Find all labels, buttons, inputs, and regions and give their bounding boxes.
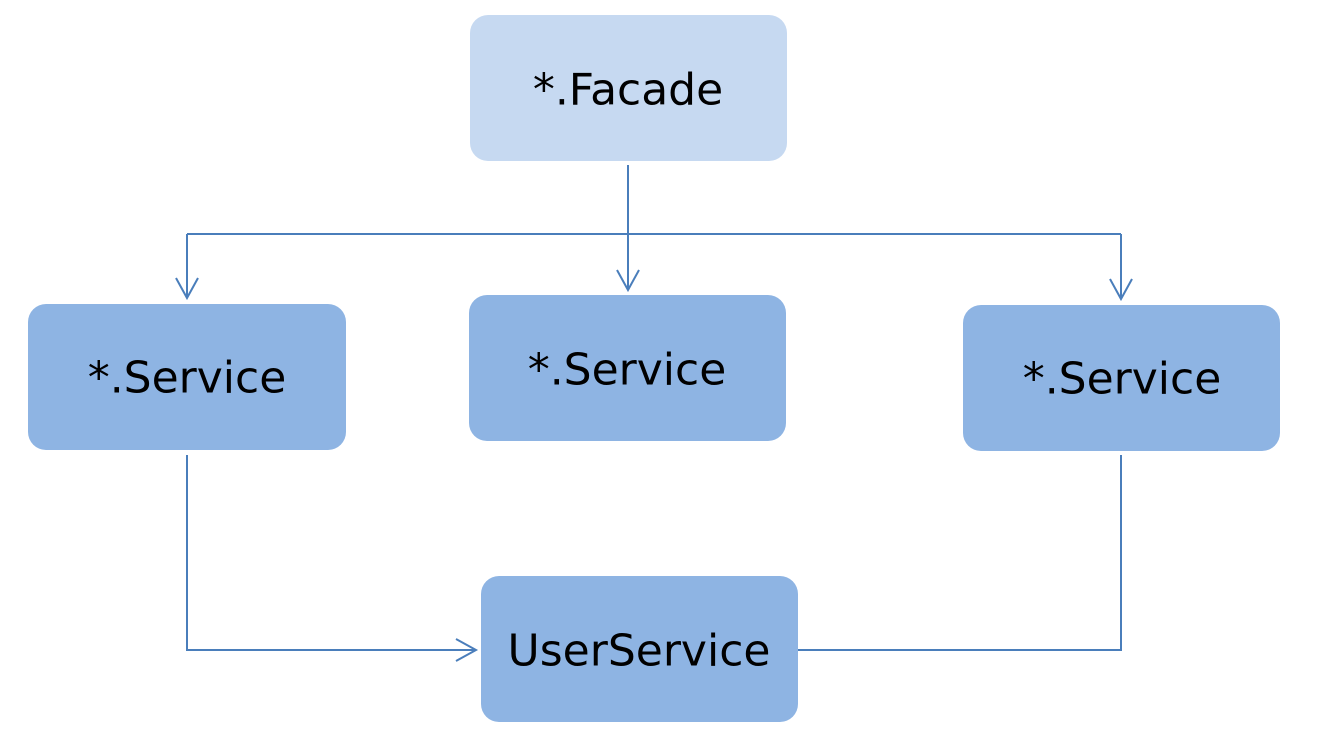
- service-left-label: *.Service: [88, 353, 287, 404]
- node-service-left: *.Service: [28, 304, 346, 450]
- facade-label: *.Facade: [533, 65, 723, 116]
- service-right-label: *.Service: [1023, 354, 1222, 405]
- arrowhead-service-center: [616, 269, 640, 293]
- arrowhead-service-right: [1109, 278, 1133, 302]
- service-right-box: [963, 305, 1280, 451]
- facade-box: [470, 15, 787, 161]
- service-center-label: *.Service: [528, 345, 727, 396]
- user-service-box: [481, 576, 798, 722]
- service-center-box: [469, 295, 786, 441]
- user-service-label: UserService: [508, 626, 771, 677]
- arrowhead-userservice-left: [455, 638, 479, 662]
- node-service-right: *.Service: [963, 305, 1280, 451]
- edge-service-left-to-userservice: [186, 455, 476, 651]
- node-service-center: *.Service: [469, 295, 786, 441]
- node-facade: *.Facade: [470, 15, 787, 161]
- arrowhead-service-left: [175, 277, 199, 301]
- service-left-box: [28, 304, 346, 450]
- node-user-service: UserService: [481, 576, 798, 722]
- edge-service-right-to-userservice: [774, 455, 1122, 651]
